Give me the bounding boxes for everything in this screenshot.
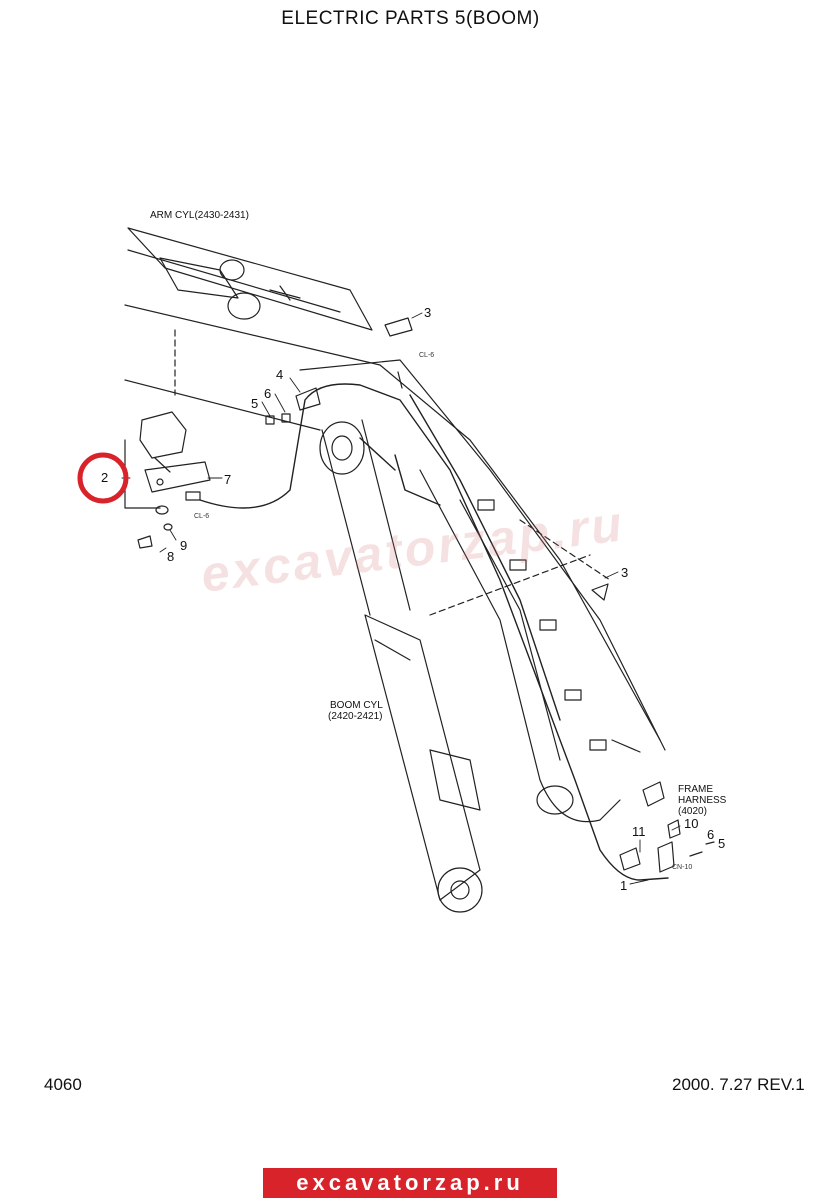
callout-11: 11	[632, 824, 646, 839]
callout-1: 1	[620, 878, 628, 893]
harness-cable	[199, 383, 669, 881]
clamp-cl6-label-upper: CL-6	[419, 352, 435, 359]
arm-cyl-label: ARM CYL(2430-2431)	[150, 210, 249, 221]
callout-6-lower: 6	[707, 827, 715, 842]
callout-8: 8	[167, 549, 175, 564]
page-title: ELECTRIC PARTS 5(BOOM)	[281, 8, 540, 29]
boom-cyl-range-label: (2420-2421)	[328, 711, 383, 722]
callout-9: 9	[180, 538, 188, 553]
revision-date: 2000. 7.27 REV.1	[672, 1075, 805, 1094]
callout-10: 10	[684, 816, 699, 831]
callout-5-upper: 5	[251, 396, 259, 411]
callout-6-upper: 6	[264, 386, 272, 401]
bolts-upper	[265, 317, 413, 425]
callout-7: 7	[224, 472, 232, 487]
page-number: 4060	[44, 1075, 82, 1094]
work-lamp-assembly	[124, 411, 211, 549]
callout-3-lower: 3	[621, 565, 629, 580]
highlight-circle	[77, 452, 129, 504]
frame-harness-label-1: FRAME	[678, 784, 713, 795]
callout-2: 2	[101, 470, 109, 485]
frame-harness-connector	[619, 781, 715, 873]
arm-cylinder	[127, 227, 373, 331]
callout-3-upper: 3	[424, 305, 432, 320]
frame-harness-label-2: HARNESS	[678, 795, 727, 806]
frame-harness-label-3: (4020)	[678, 806, 707, 817]
boom-cylinder	[319, 419, 574, 913]
connector-cn10-label: CN-10	[672, 864, 693, 871]
callout-4: 4	[276, 367, 284, 382]
harness-clamps	[477, 499, 641, 753]
boom-cyl-label: BOOM CYL	[330, 700, 383, 711]
site-banner[interactable]: excavatorzap.ru	[263, 1168, 557, 1198]
leader-lines	[121, 312, 681, 885]
callout-5-lower: 5	[718, 836, 726, 851]
clamp-cl6-label-lamp: CL-6	[194, 513, 210, 520]
